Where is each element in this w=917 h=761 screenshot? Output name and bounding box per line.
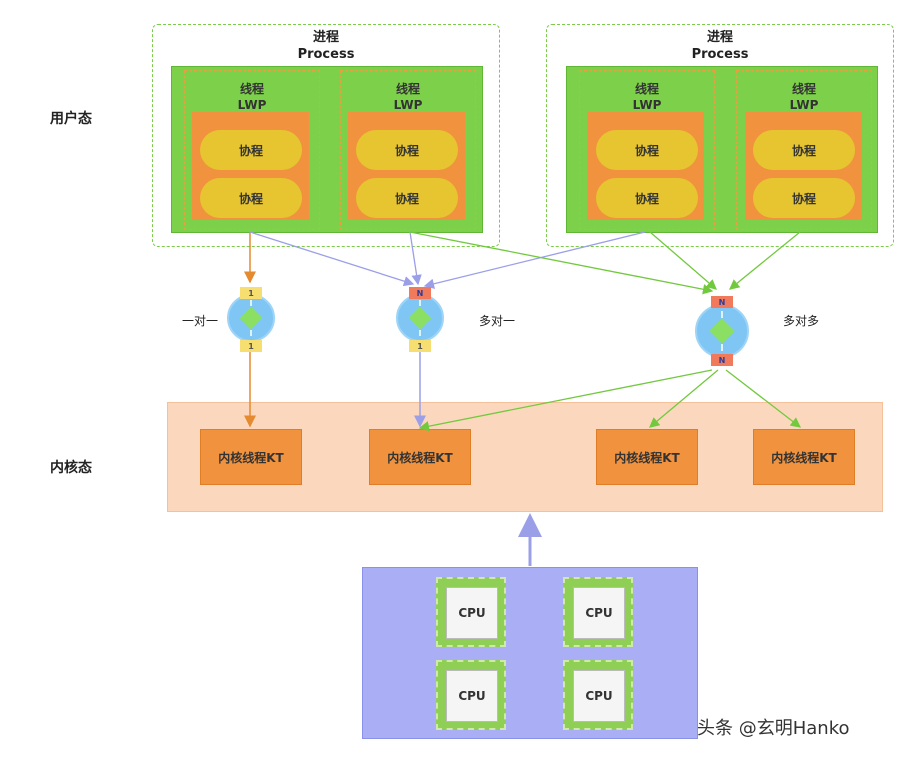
lwp-title-cn: 线程 xyxy=(791,82,816,96)
lwp-title: 线程 LWP xyxy=(580,81,714,113)
cpu-label: CPU xyxy=(573,587,625,639)
scheduler-tag-top: 1 xyxy=(240,287,262,299)
connector-many-to-many-e xyxy=(649,369,719,428)
model-label-one-to-one: 一对一 xyxy=(182,314,219,328)
connector-many-to-many-c xyxy=(728,231,801,290)
process-title-2: 进程 Process xyxy=(547,29,893,63)
lwp-title: 线程 LWP xyxy=(737,81,871,113)
kernel-thread: 内核线程KT xyxy=(200,429,302,485)
lwp-title-en: LWP xyxy=(237,98,267,112)
connector-many-to-one-a xyxy=(249,231,415,287)
lwp-2-2: 线程 LWP xyxy=(736,70,872,230)
coroutine: 协程 xyxy=(356,130,458,170)
coroutine: 协程 xyxy=(356,178,458,218)
process-title-cn: 进程 xyxy=(706,30,733,45)
cpu-chip: CPU xyxy=(436,577,506,647)
scheduler-tag-bottom: 1 xyxy=(240,340,262,352)
lwp-title-cn: 线程 xyxy=(634,82,659,96)
lwp-title-en: LWP xyxy=(789,98,819,112)
process-title-1: 进程 Process xyxy=(153,29,499,63)
scheduler-tag-top: N xyxy=(409,287,431,299)
scheduler-one-to-one-icon xyxy=(227,294,275,342)
coroutine: 协程 xyxy=(753,130,855,170)
lwp-title-en: LWP xyxy=(393,98,423,112)
kernel-mode-label: 内核态 xyxy=(50,460,92,476)
scheduler-tag-bottom: 1 xyxy=(409,340,431,352)
cpu-label: CPU xyxy=(446,670,498,722)
lwp-title: 线程 LWP xyxy=(185,81,319,113)
cpu-chip: CPU xyxy=(436,660,506,730)
coroutine: 协程 xyxy=(753,178,855,218)
connector-many-to-many-a xyxy=(409,231,714,295)
connector-many-to-many-d xyxy=(418,369,713,432)
process-box-2: 进程 Process xyxy=(546,24,894,247)
lwp-title-en: LWP xyxy=(632,98,662,112)
coroutine: 协程 xyxy=(200,130,302,170)
scheduler-many-to-one-icon xyxy=(396,294,444,342)
user-mode-label: 用户态 xyxy=(50,111,92,127)
connector-many-to-many-b xyxy=(649,231,717,290)
scheduler-many-to-many-icon xyxy=(695,304,749,358)
cpu-panel xyxy=(362,567,698,739)
connector-many-to-one-c xyxy=(423,231,646,289)
cpu-label: CPU xyxy=(573,670,625,722)
kernel-thread: 内核线程KT xyxy=(596,429,698,485)
cpu-label: CPU xyxy=(446,587,498,639)
scheduler-tag-bottom: N xyxy=(711,354,733,366)
process-box-1: 进程 Process xyxy=(152,24,500,247)
scheduler-tag-top: N xyxy=(711,296,733,308)
lwp-title-cn: 线程 xyxy=(395,82,420,96)
lwp-title-cn: 线程 xyxy=(239,82,264,96)
coroutine: 协程 xyxy=(596,130,698,170)
cpu-chip: CPU xyxy=(563,577,633,647)
lwp-title: 线程 LWP xyxy=(341,81,475,113)
coroutine: 协程 xyxy=(200,178,302,218)
kernel-thread: 内核线程KT xyxy=(753,429,855,485)
process-title-en: Process xyxy=(297,47,355,62)
lwp-1-1: 线程 LWP xyxy=(184,70,320,230)
lwp-1-2: 线程 LWP xyxy=(340,70,476,230)
model-label-many-to-many: 多对多 xyxy=(783,314,820,328)
connector-many-to-one-b xyxy=(409,231,422,286)
lwp-2-1: 线程 LWP xyxy=(579,70,715,230)
coroutine: 协程 xyxy=(596,178,698,218)
connector-many-to-many-f xyxy=(725,369,802,428)
watermark: 头条 @玄明Hanko xyxy=(697,718,850,739)
model-label-many-to-one: 多对一 xyxy=(479,314,516,328)
cpu-chip: CPU xyxy=(563,660,633,730)
process-title-cn: 进程 xyxy=(312,30,339,45)
process-title-en: Process xyxy=(691,47,749,62)
